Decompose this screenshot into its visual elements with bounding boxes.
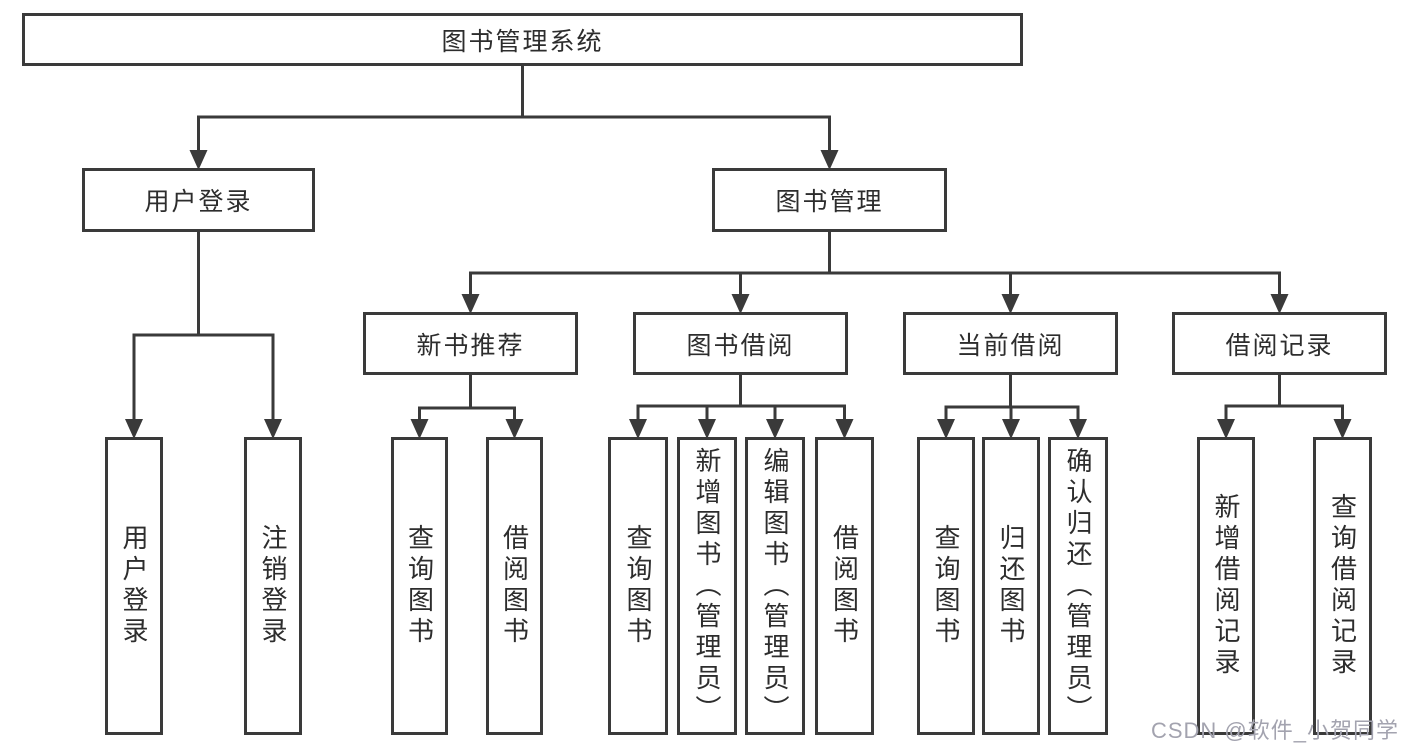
arrowhead-icon bbox=[264, 419, 282, 439]
node-leaf-cb-confirm: 确认归还（管理员） bbox=[1048, 437, 1108, 735]
arrowhead-icon bbox=[1002, 419, 1020, 439]
node-label: 借阅图书 bbox=[499, 524, 530, 648]
node-label: 编辑图书（管理员） bbox=[760, 446, 790, 726]
arrowhead-icon bbox=[629, 419, 647, 439]
node-leaf-bb-edit: 编辑图书（管理员） bbox=[745, 437, 805, 735]
arrowhead-icon bbox=[820, 150, 839, 170]
node-book-borrow: 图书借阅 bbox=[633, 312, 848, 375]
node-label: 用户登录 bbox=[144, 188, 253, 216]
arrowhead-icon bbox=[731, 294, 750, 314]
node-label: 查询图书 bbox=[404, 524, 435, 648]
node-label: 借阅记录 bbox=[1225, 331, 1334, 360]
arrowhead-icon bbox=[1333, 419, 1352, 439]
node-label: 新增图书（管理员） bbox=[692, 446, 722, 726]
node-leaf-nb-borrow: 借阅图书 bbox=[486, 437, 543, 735]
node-label: 用户登录 bbox=[119, 524, 149, 648]
node-label: 图书管理系统 bbox=[441, 27, 604, 56]
node-label: 当前借阅 bbox=[956, 331, 1065, 360]
node-label: 查询借阅记录 bbox=[1327, 493, 1358, 679]
node-leaf-user-login: 用户登录 bbox=[105, 437, 163, 735]
node-leaf-bb-add: 新增图书（管理员） bbox=[677, 437, 737, 735]
arrowhead-icon bbox=[125, 419, 143, 439]
node-current-borrow: 当前借阅 bbox=[903, 312, 1118, 375]
node-user-login-group: 用户登录 bbox=[82, 168, 315, 232]
node-leaf-cb-return: 归还图书 bbox=[982, 437, 1040, 735]
node-label: 新书推荐 bbox=[416, 331, 525, 360]
node-label: 查询图书 bbox=[623, 524, 653, 648]
arrowhead-icon bbox=[698, 419, 716, 439]
arrowhead-icon bbox=[410, 419, 429, 439]
node-leaf-nb-query: 查询图书 bbox=[391, 437, 448, 735]
arrowhead-icon bbox=[1069, 419, 1087, 439]
node-label: 图书管理 bbox=[775, 188, 884, 216]
node-label: 图书借阅 bbox=[686, 331, 795, 360]
node-new-books: 新书推荐 bbox=[363, 312, 578, 375]
node-leaf-cb-query: 查询图书 bbox=[917, 437, 975, 735]
arrowhead-icon bbox=[1217, 419, 1235, 439]
arrowhead-icon bbox=[835, 419, 854, 439]
arrowhead-icon bbox=[461, 294, 480, 314]
node-borrow-records: 借阅记录 bbox=[1172, 312, 1387, 375]
arrowhead-icon bbox=[505, 419, 524, 439]
node-book-mgmt: 图书管理 bbox=[712, 168, 947, 232]
arrowhead-icon bbox=[766, 419, 784, 439]
arrowhead-icon bbox=[1270, 294, 1289, 314]
node-leaf-bb-query: 查询图书 bbox=[608, 437, 668, 735]
node-label: 借阅图书 bbox=[829, 524, 860, 648]
node-leaf-bb-borrow: 借阅图书 bbox=[815, 437, 874, 735]
arrowhead-icon bbox=[189, 150, 208, 170]
node-leaf-br-query: 查询借阅记录 bbox=[1313, 437, 1372, 735]
node-leaf-logout: 注销登录 bbox=[244, 437, 302, 735]
node-label: 注销登录 bbox=[258, 524, 288, 648]
node-label: 归还图书 bbox=[996, 524, 1026, 648]
node-label: 新增借阅记录 bbox=[1211, 493, 1241, 679]
arrowhead-icon bbox=[937, 419, 955, 439]
node-root: 图书管理系统 bbox=[22, 13, 1023, 66]
arrowhead-icon bbox=[1001, 294, 1020, 314]
node-label: 查询图书 bbox=[931, 524, 961, 648]
node-leaf-br-add: 新增借阅记录 bbox=[1197, 437, 1255, 735]
node-label: 确认归还（管理员） bbox=[1063, 446, 1093, 726]
